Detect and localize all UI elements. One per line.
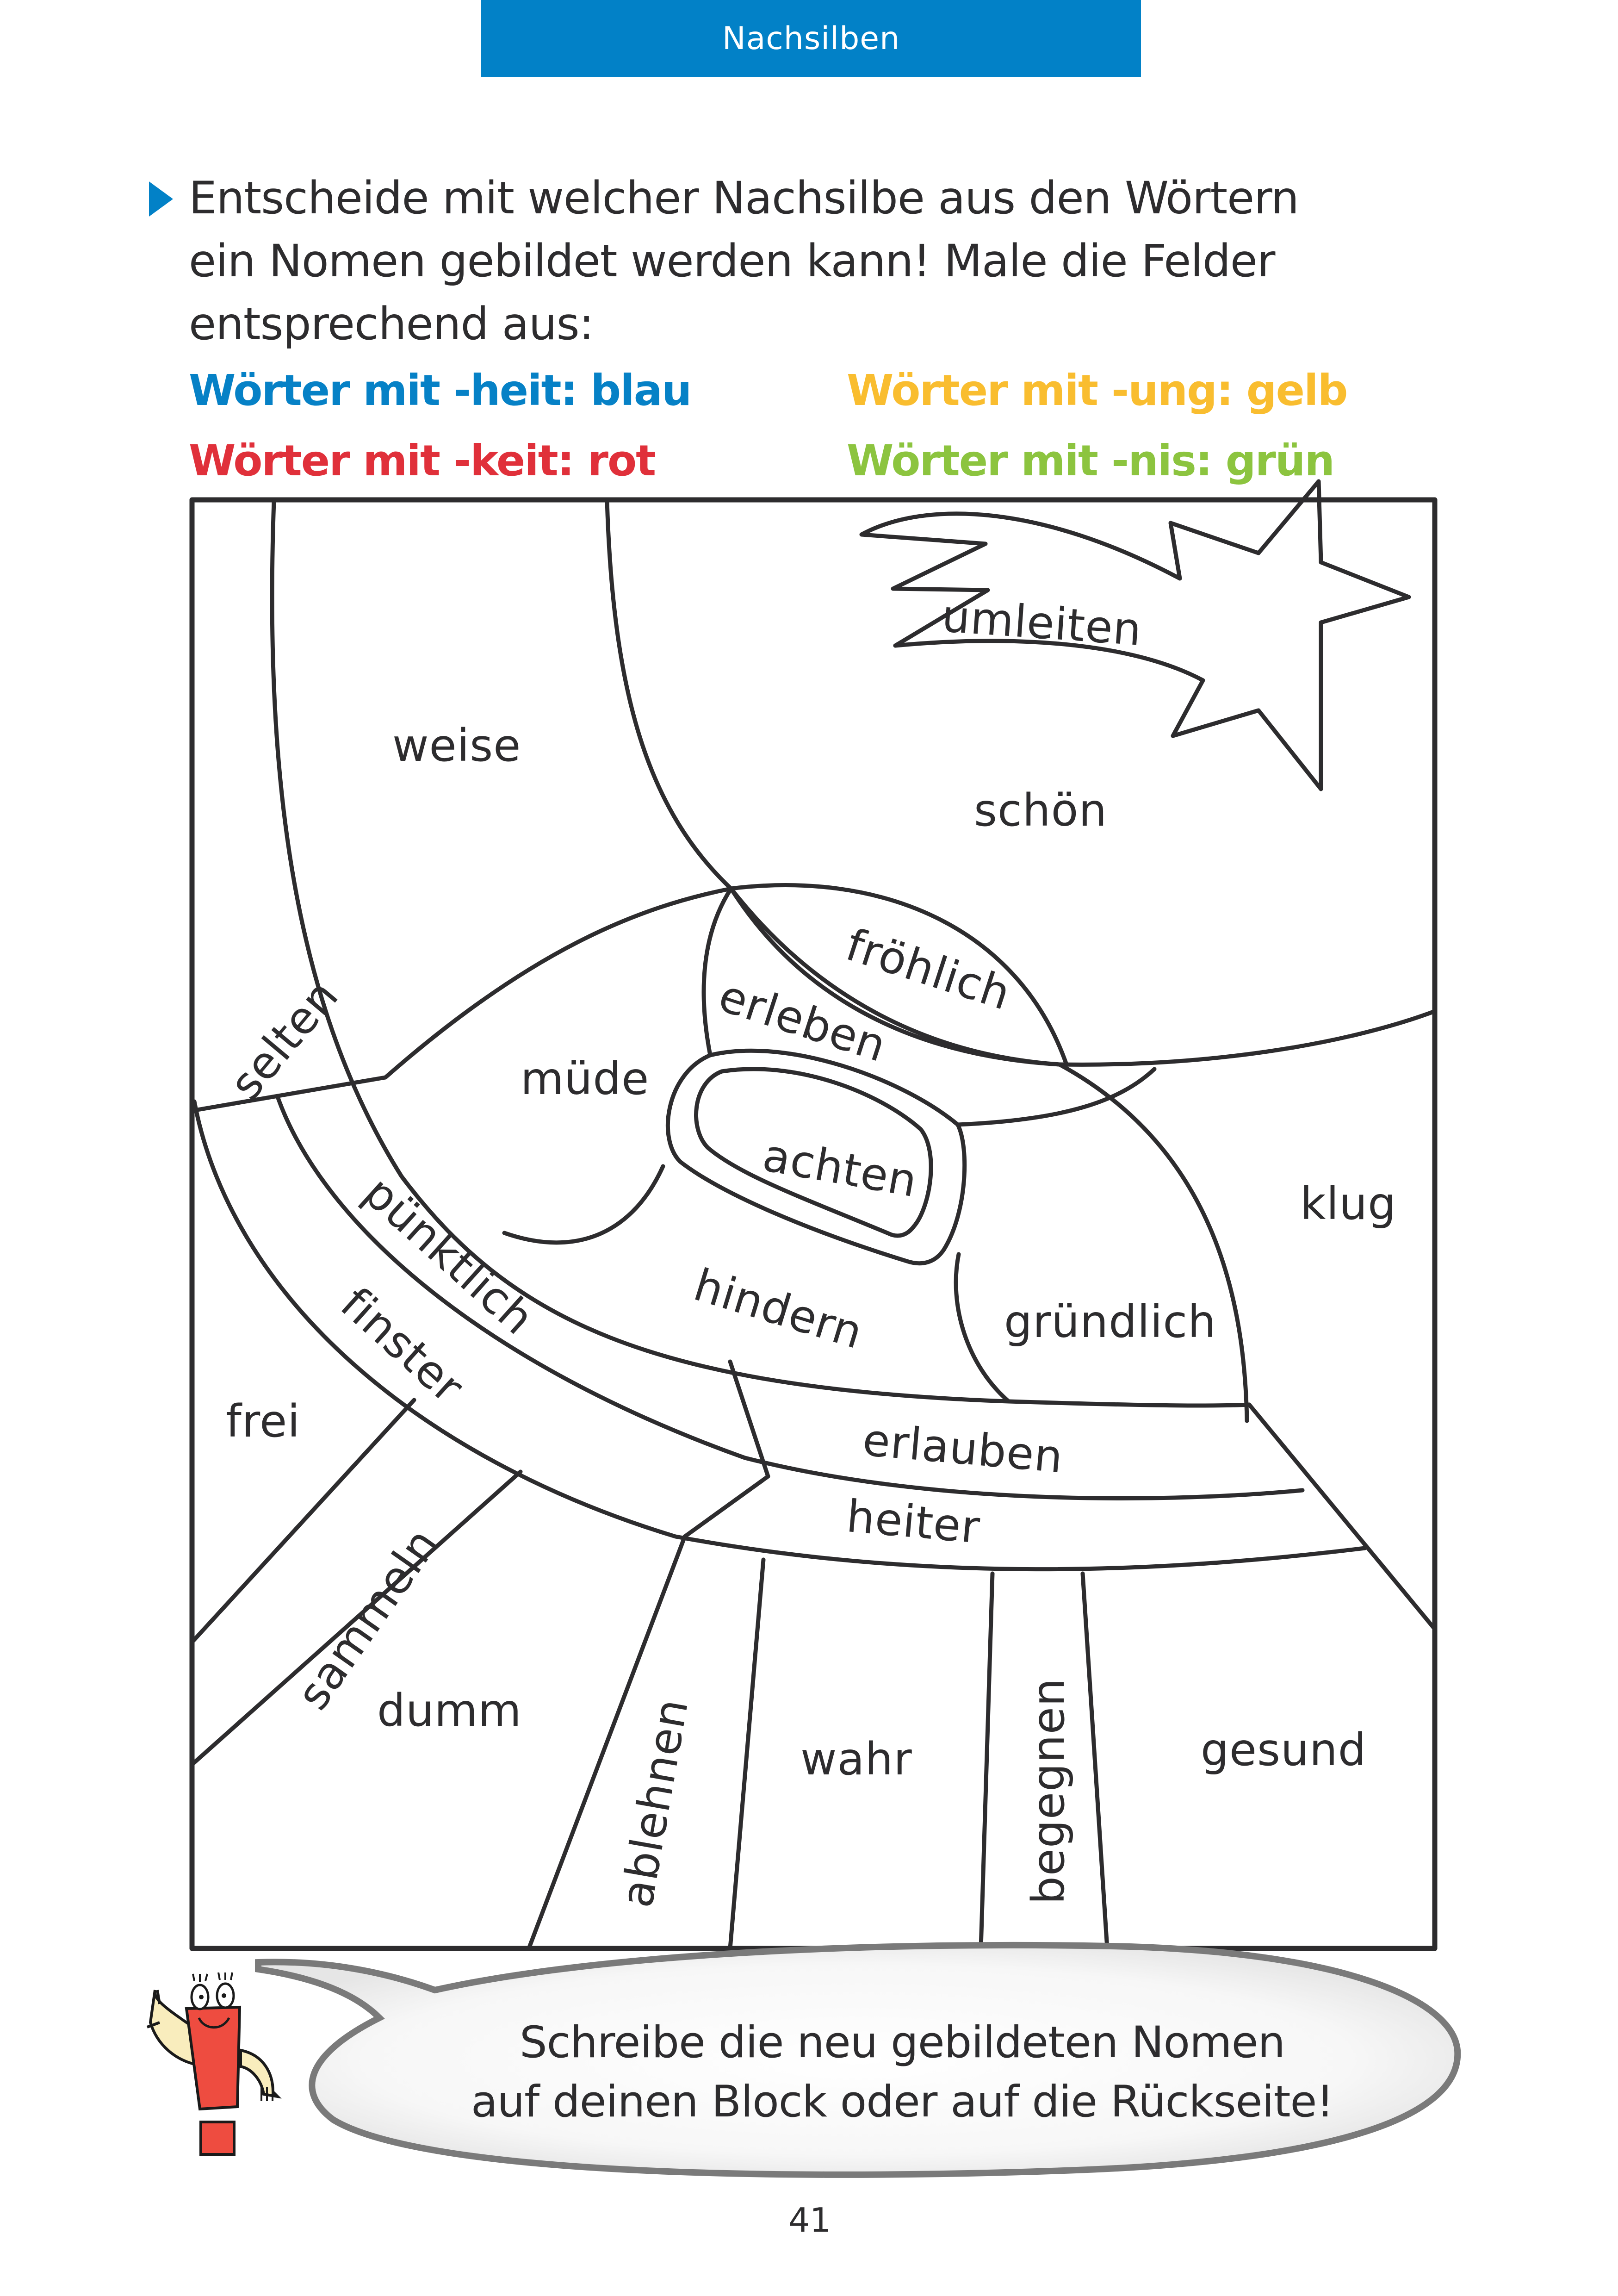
speech-bubble: [255, 1941, 1461, 2178]
field-muede: müde: [521, 1053, 650, 1105]
page-number: 41: [788, 2201, 831, 2240]
instruction-line: Entscheide mit welcher Nachsilbe aus den…: [189, 172, 1299, 224]
field-wahr: wahr: [800, 1733, 912, 1785]
legend-ung: Wörter mit -ung: gelb: [847, 366, 1348, 415]
speech-bubble-line: Schreibe die neu gebildeten Nomen: [519, 2017, 1285, 2068]
legend-heit: Wörter mit -heit: blau: [189, 366, 692, 415]
legend-keit: Wörter mit -keit: rot: [189, 436, 656, 485]
speech-bubble-line: auf deinen Block oder auf die Rückseite!: [471, 2077, 1334, 2127]
instruction-line: entsprechend aus:: [189, 298, 594, 350]
instruction-line: ein Nomen gebildet werden kann! Male die…: [189, 235, 1275, 287]
exclamation-mark-character-icon: [146, 1972, 282, 2156]
legend-nis: Wörter mit -nis: grün: [847, 436, 1335, 485]
field-frei: frei: [226, 1395, 300, 1447]
instruction-text: Entscheide mit welcher Nachsilbe aus den…: [189, 167, 1438, 355]
section-title: Nachsilben: [722, 20, 900, 57]
field-weise: weise: [392, 720, 521, 772]
speech-bubble-text: Schreibe die neu gebildeten Nomen auf de…: [324, 2013, 1481, 2132]
field-dumm: dumm: [377, 1685, 522, 1736]
triangle-right-icon: [149, 181, 173, 217]
field-schoen: schön: [974, 784, 1108, 836]
field-gesund: gesund: [1201, 1724, 1367, 1776]
field-gruendlich: gründlich: [1004, 1296, 1216, 1348]
field-klug: klug: [1300, 1178, 1397, 1230]
section-header: Nachsilben: [481, 0, 1141, 77]
